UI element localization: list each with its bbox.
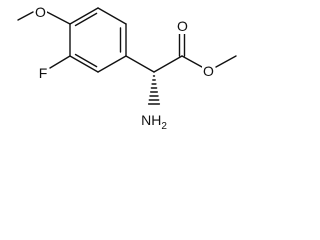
ring-bond-1-inner <box>74 12 98 27</box>
fluorine-label: F <box>39 65 48 81</box>
bond-methoxy-oxygen-ring <box>46 11 71 25</box>
bond-ring-alpha-carbon <box>125 55 155 73</box>
ring-bond-5-inner <box>74 53 98 68</box>
methoxy-oxygen-label: O <box>35 4 46 20</box>
stereo-hashed-wedge <box>147 75 161 105</box>
molecule-structure: O F O O NH2 <box>17 4 237 132</box>
ring-bond-1 <box>69 7 99 25</box>
ester-oxygen-label-bg <box>202 64 215 79</box>
ring-bond-4 <box>97 55 127 73</box>
ring-bond-5 <box>69 55 99 73</box>
bond-layer <box>17 7 237 73</box>
bond-ester-oxygen-methyl <box>215 55 237 68</box>
ring-bond-2 <box>97 7 127 25</box>
fluorine-label-bg <box>37 66 49 81</box>
atom-label-layer: O F O O NH2 <box>34 4 215 132</box>
amine-nh: NH <box>141 112 161 128</box>
bond-alpha-carbonyl-carbon <box>153 55 183 73</box>
amine-label: NH2 <box>141 112 167 132</box>
bond-carbonyl-ester-oxygen <box>181 55 203 68</box>
bond-methyl-methoxy-oxygen <box>17 11 34 21</box>
ester-oxygen-label: O <box>203 63 214 79</box>
methoxy-oxygen-label-bg <box>34 5 47 20</box>
bond-ring-fluorine <box>49 55 71 69</box>
amine-subscript: 2 <box>161 121 167 132</box>
carbonyl-oxygen-label-bg <box>176 19 189 34</box>
carbonyl-oxygen-label: O <box>177 18 188 34</box>
